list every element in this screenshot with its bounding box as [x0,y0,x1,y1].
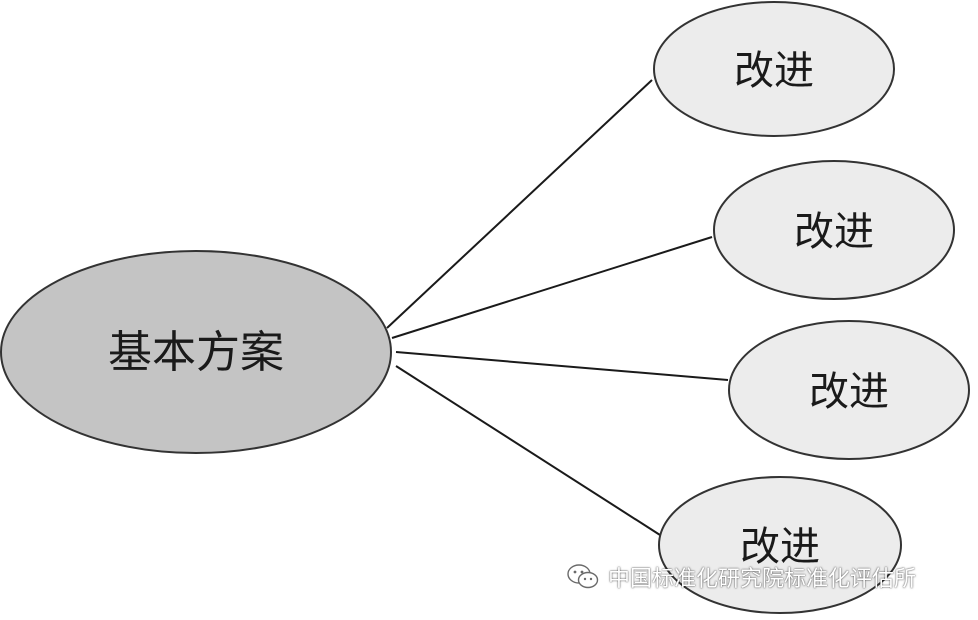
child-node-2: 改进 [713,160,955,300]
root-node: 基本方案 [0,250,392,454]
watermark-text: 中国标准化研究院标准化评估所 [608,567,917,592]
child-node-label: 改进 [809,369,889,415]
child-node-label: 改进 [734,48,814,94]
watermark: 中国标准化研究院标准化评估所 [566,560,916,594]
root-node-label: 基本方案 [108,327,284,378]
child-node-label: 改进 [794,209,874,255]
child-node-3: 改进 [728,320,970,460]
wechat-icon [566,563,600,591]
child-node-1: 改进 [653,1,895,137]
child-node-4: 改进 [658,476,902,614]
edge-root-child-3 [395,351,729,381]
child-node-label: 改进 [740,524,820,570]
edge-root-child-2 [391,236,713,339]
edge-root-child-4 [395,365,661,536]
edge-root-child-1 [386,79,653,329]
